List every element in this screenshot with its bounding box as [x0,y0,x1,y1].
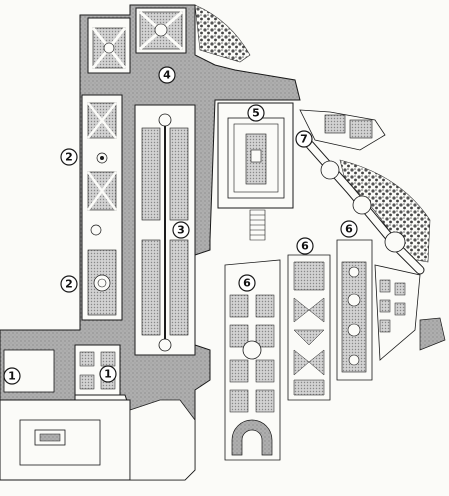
left-strip-garden [81,94,123,321]
label-marker-circle [247,104,265,122]
garden-number-label: 6 [301,240,309,253]
garden-number-label: 5 [252,107,260,120]
garden-number-label: 3 [177,224,185,237]
top-parterres [87,7,187,74]
diagonal-avenue [299,109,425,275]
garden-number-label: 7 [300,133,308,146]
label-marker-circle [340,220,358,238]
garden-number-label: 6 [345,223,353,236]
garden-number-label: 2 [65,151,73,164]
garden-number-label: 6 [243,277,251,290]
label-marker-circle [238,274,256,292]
garden-number-label: 1 [104,368,112,381]
garden-number-label: 4 [163,69,171,82]
parterre-group-6 [224,239,446,461]
label-marker-circle [99,365,117,383]
garden-number-label: 2 [65,278,73,291]
label-marker-circle [60,148,78,166]
garden-number-labels: 1 1 2 2 3 4 5 6 6 6 7 [3,66,358,385]
label-marker-circle [60,275,78,293]
casino-building [0,399,196,481]
label-marker-circle [172,221,190,239]
label-marker-circle [295,130,313,148]
label-marker-circle [3,367,21,385]
fountain-square-garden [217,102,294,241]
label-marker-circle [158,66,176,84]
label-marker-circle [296,237,314,255]
garden-number-label: 1 [8,370,16,383]
